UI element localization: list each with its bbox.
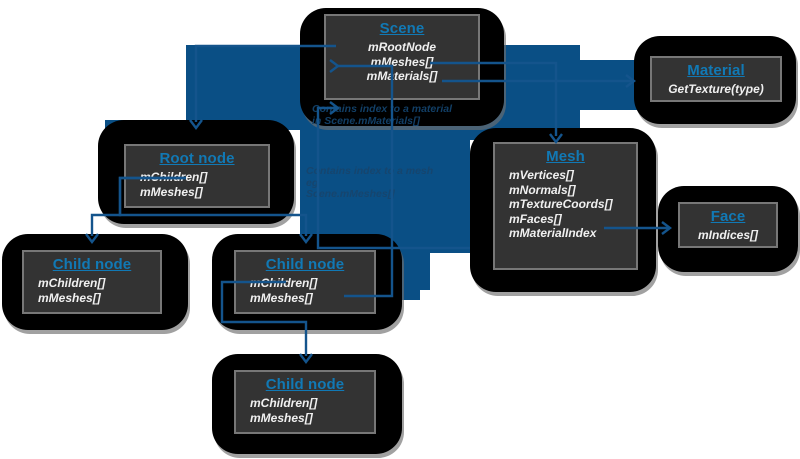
note-mesh-index: Contains index to a mesh eg Scene.mMeshe… <box>306 165 434 200</box>
node-child-bot-field-0: mChildren[] <box>250 396 318 410</box>
node-root-node-title: Root node <box>159 150 235 167</box>
node-face-title: Face <box>710 208 746 225</box>
node-mesh-field-1: mNormals[] <box>509 182 576 197</box>
node-scene[interactable]: Scene mRootNode mMeshes[] mMaterials[] <box>324 14 480 100</box>
node-child-left-field-0: mChildren[] <box>38 276 106 290</box>
node-child-mid-title: Child node <box>265 256 345 273</box>
node-root-node[interactable]: Root node mChildren[] mMeshes[] <box>124 144 270 208</box>
node-mesh-field-0: mVertices[] <box>509 168 574 182</box>
node-material-title: Material <box>687 62 745 79</box>
node-scene-title: Scene <box>379 20 425 37</box>
node-mesh-field-3: mFaces[] <box>509 211 562 226</box>
node-mesh-title: Mesh <box>546 148 585 165</box>
node-face-field-0: mIndices[] <box>697 228 758 242</box>
node-material[interactable]: Material GetTexture(type) <box>650 56 782 102</box>
node-child-bot-title: Child node <box>265 376 345 393</box>
node-child-left-field-1: mMeshes[] <box>38 290 101 305</box>
node-child-left-title: Child node <box>52 256 132 273</box>
node-child-bot-field-1: mMeshes[] <box>250 410 313 425</box>
node-mesh[interactable]: Mesh mVertices[] mNormals[] mTextureCoor… <box>493 142 638 270</box>
node-mesh-field-2: mTextureCoords[] <box>509 197 613 211</box>
node-root-node-field-1: mMeshes[] <box>140 184 203 199</box>
node-face[interactable]: Face mIndices[] <box>678 202 778 248</box>
node-child-mid-field-1: mMeshes[] <box>250 290 313 305</box>
node-scene-field-0: mRootNode <box>368 40 436 54</box>
node-scene-field-2: mMaterials[] <box>366 69 438 83</box>
node-child-bot[interactable]: Child node mChildren[] mMeshes[] <box>234 370 376 434</box>
node-mesh-field-4: mMaterialIndex <box>509 226 597 240</box>
node-child-left[interactable]: Child node mChildren[] mMeshes[] <box>22 250 162 314</box>
node-material-field-0: GetTexture(type) <box>668 82 764 96</box>
